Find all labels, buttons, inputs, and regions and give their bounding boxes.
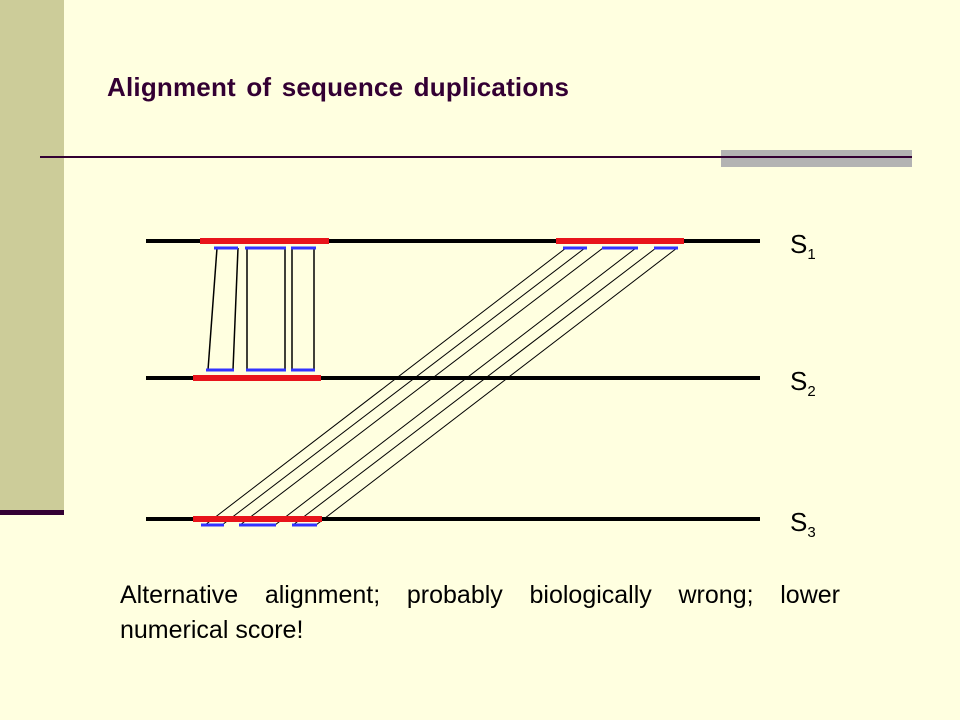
- sequence-label-s2: S2: [790, 366, 816, 400]
- alignment-quad: [245, 246, 286, 372]
- connector-line: [221, 247, 586, 526]
- alignment-quad: [206, 246, 239, 372]
- slide-title: Alignment of sequence duplications: [107, 72, 570, 102]
- connector-line: [239, 247, 604, 526]
- title-rule: [40, 156, 912, 158]
- sequence-label-s1: S1: [790, 229, 816, 263]
- alignment-quads-s1-s2: [206, 246, 316, 372]
- alignment-connectors-s1-s3: [204, 247, 678, 526]
- connector-line: [204, 247, 567, 526]
- slide-caption: Alternative alignment; probably biologic…: [120, 581, 840, 644]
- title-rule-accent-line: [721, 156, 912, 158]
- alignment-quad: [291, 246, 316, 372]
- connector-line: [292, 247, 657, 526]
- connector-line: [315, 247, 678, 526]
- sequence-label-s3: S3: [790, 507, 816, 541]
- title-rule-accent: [721, 150, 912, 167]
- sidebar-base-bar: [0, 510, 64, 515]
- sidebar-bar: [0, 0, 64, 512]
- connector-line: [274, 247, 637, 526]
